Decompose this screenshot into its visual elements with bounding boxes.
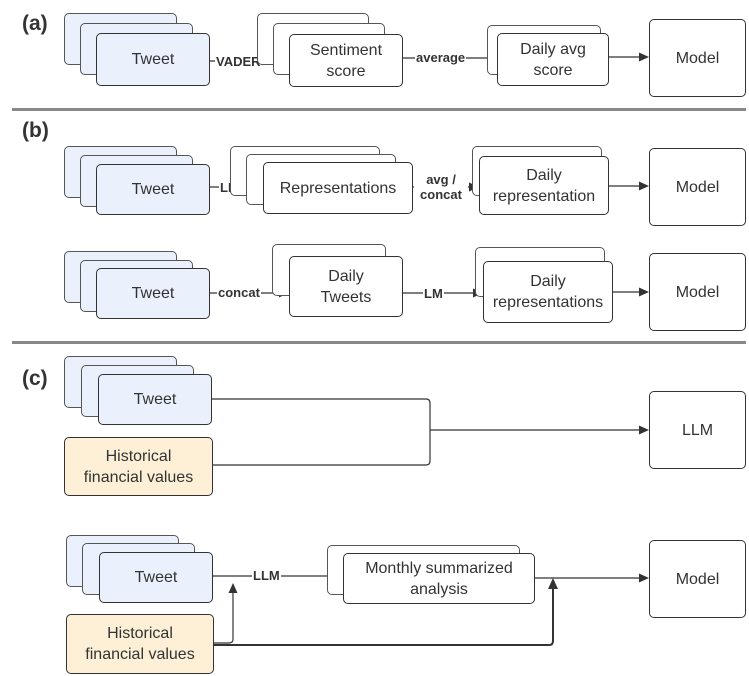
avg-concat-line-1: avg / bbox=[426, 172, 456, 187]
tweet-label-c1: Tweet bbox=[133, 391, 177, 408]
model-label-a: Model bbox=[675, 49, 720, 67]
arrowhead bbox=[639, 52, 649, 62]
daily-rep-line-2: representation bbox=[492, 187, 596, 205]
tweet-label-b1: Tweet bbox=[131, 181, 175, 198]
edge-merge-bracket bbox=[212, 398, 431, 466]
representations-label: Representations bbox=[279, 179, 397, 197]
monthly-line-2: analysis bbox=[410, 580, 468, 598]
edge-historical-to-summary-output bbox=[213, 589, 554, 646]
divider-a-b bbox=[12, 108, 746, 111]
average-label: average bbox=[415, 50, 467, 65]
tweet-box-b1: Tweet bbox=[96, 164, 210, 215]
arrowhead bbox=[639, 287, 649, 297]
tweet-box-c2: Tweet bbox=[99, 552, 213, 603]
model-label-c2: Model bbox=[675, 570, 720, 588]
historical-financial-values-box-c1: Historical financial values bbox=[64, 437, 213, 496]
historical-line-2: financial values bbox=[83, 468, 194, 486]
avg-concat-line-2: concat bbox=[420, 187, 462, 202]
tweet-label-c2: Tweet bbox=[134, 569, 178, 586]
llm-edge-label: LLM bbox=[252, 568, 281, 583]
arrowhead bbox=[228, 583, 238, 593]
daily-avg-line-1: Daily avg bbox=[520, 40, 586, 58]
model-label-b2: Model bbox=[675, 283, 720, 301]
historical-line-1: Historical bbox=[105, 447, 172, 465]
tweet-box-a: Tweet bbox=[96, 33, 210, 86]
monthly-summarized-analysis-box: Monthly summarized analysis bbox=[343, 553, 535, 604]
daily-representations-box: Daily representations bbox=[483, 261, 613, 323]
arrowhead bbox=[548, 578, 558, 589]
section-label-b: (b) bbox=[22, 119, 49, 142]
model-box-b2: Model bbox=[649, 253, 746, 331]
historical-financial-values-box-c2: Historical financial values bbox=[66, 614, 214, 674]
daily-tweets-line-2: Tweets bbox=[320, 288, 372, 306]
historical-line-2: financial values bbox=[85, 646, 195, 663]
tweet-label-b2: Tweet bbox=[131, 285, 175, 302]
sentiment-line-1: Sentiment bbox=[309, 41, 383, 59]
divider-b-c bbox=[12, 341, 746, 344]
model-label-b1: Model bbox=[675, 178, 720, 196]
tweet-label-a: Tweet bbox=[131, 51, 175, 68]
model-box-b1: Model bbox=[649, 148, 746, 226]
concat-label: concat bbox=[217, 285, 261, 300]
lm-label-b2: LM bbox=[423, 286, 444, 301]
llm-box-label: LLM bbox=[681, 421, 714, 439]
daily-reps-line-1: Daily bbox=[530, 273, 566, 290]
daily-tweets-line-1: Daily bbox=[328, 267, 364, 285]
daily-avg-score-box: Daily avg score bbox=[497, 33, 609, 86]
model-box-a: Model bbox=[649, 19, 746, 97]
representations-box: Representations bbox=[263, 162, 413, 214]
daily-reps-line-2: representations bbox=[492, 294, 604, 311]
arrowhead bbox=[639, 573, 649, 583]
tweet-box-b2: Tweet bbox=[96, 268, 210, 319]
model-box-c2: Model bbox=[649, 540, 746, 618]
daily-representation-box: Daily representation bbox=[479, 156, 609, 215]
section-label-c: (c) bbox=[22, 367, 48, 390]
historical-line-1: Historical bbox=[107, 625, 173, 642]
edge-historical-to-tweet-line bbox=[214, 593, 234, 644]
monthly-line-1: Monthly summarized bbox=[365, 559, 513, 577]
tweet-box-c1: Tweet bbox=[98, 374, 212, 425]
sentiment-line-2: score bbox=[326, 62, 366, 80]
vader-label: VADER bbox=[215, 54, 262, 69]
daily-rep-line-1: Daily bbox=[526, 166, 562, 184]
avg-concat-label: avg / concat bbox=[414, 172, 468, 202]
llm-box: LLM bbox=[649, 391, 746, 469]
sentiment-score-box: Sentiment score bbox=[289, 34, 403, 87]
daily-avg-line-2: score bbox=[533, 61, 573, 79]
arrowhead bbox=[639, 425, 649, 435]
arrowhead bbox=[639, 181, 649, 191]
section-label-a: (a) bbox=[22, 12, 48, 35]
